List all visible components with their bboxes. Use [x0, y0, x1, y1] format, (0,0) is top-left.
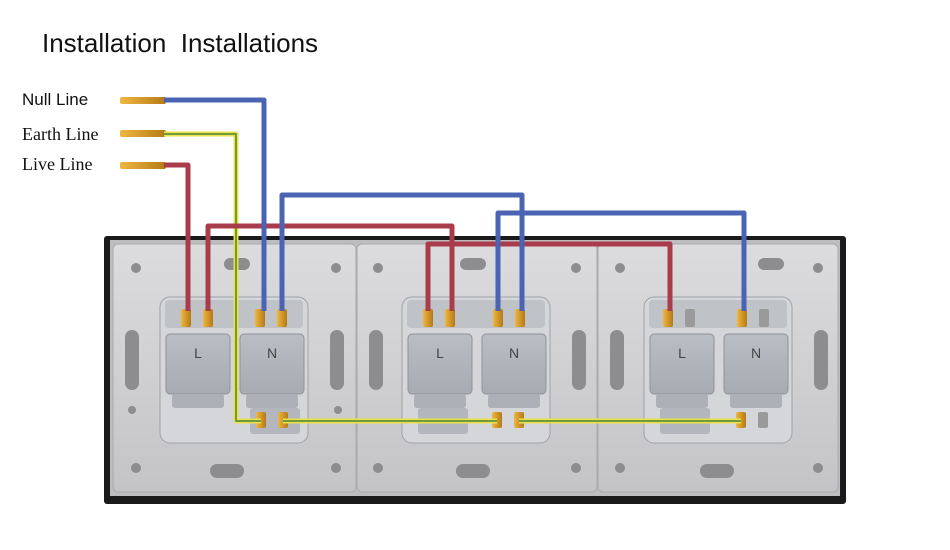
wire-stubs — [120, 97, 166, 169]
plate-holes — [125, 258, 828, 478]
terminal-label-neutral-3: N — [751, 345, 761, 361]
socket-module-3: L N — [643, 296, 793, 444]
earth-line-label: Earth Line — [22, 124, 99, 144]
socket-module-2: L N — [401, 296, 551, 444]
terminal-label-live-1: L — [194, 345, 202, 361]
neutral-wires — [164, 97, 747, 311]
terminal-label-neutral-2: N — [509, 345, 519, 361]
live-line-label: Live Line — [22, 154, 93, 174]
diagram-title: Installation Installations — [42, 28, 319, 58]
terminal-label-neutral-1: N — [267, 345, 277, 361]
terminals-top — [181, 309, 769, 327]
live-wires — [164, 162, 673, 311]
terminal-label-live-3: L — [678, 345, 686, 361]
earth-wire — [164, 131, 741, 424]
terminal-label-live-2: L — [436, 345, 444, 361]
null-line-label: Null Line — [22, 90, 89, 109]
